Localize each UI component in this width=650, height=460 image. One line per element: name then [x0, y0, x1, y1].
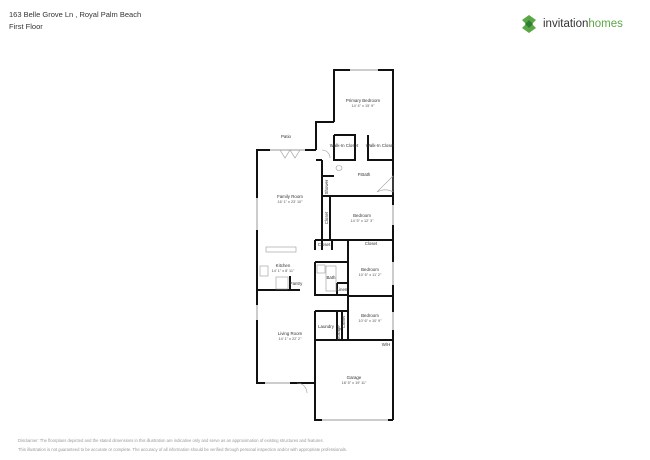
disclaimer-line-1: Disclaimer: The floorplans depicted and … — [18, 438, 324, 443]
invitation-homes-logo: invitationhomes — [519, 14, 623, 34]
room-linen: Linen — [337, 287, 348, 292]
windows — [256, 69, 394, 421]
room-laundry: Laundry — [318, 324, 335, 329]
room-closet-4: Closet — [341, 315, 346, 328]
svg-text:18' 5" x 19' 11": 18' 5" x 19' 11" — [342, 381, 367, 385]
floor-label: First Floor — [9, 22, 43, 31]
room-storage: Storage — [336, 325, 341, 341]
logo-leaf-icon — [522, 15, 536, 33]
room-bedroom: Bedroom — [353, 213, 371, 218]
svg-text:16' 1" x 23' 10": 16' 1" x 23' 10" — [277, 200, 303, 204]
room-family-room: Family Room — [277, 194, 303, 199]
room-bedroom-2: Bedroom — [361, 267, 379, 272]
room-closet-3: Closet — [365, 241, 378, 246]
room-living-room: Living Room — [278, 331, 303, 336]
svg-text:14' 1" x 22' 2": 14' 1" x 22' 2" — [279, 337, 303, 341]
doors-fixtures — [259, 149, 394, 394]
address-title: 163 Belle Grove Ln , Royal Palm Beach — [9, 10, 142, 19]
room-bedroom-3: Bedroom — [361, 313, 379, 318]
room-water-heater: W/H — [382, 342, 391, 347]
room-walk-in-closet: Walk-In Closet — [330, 143, 359, 148]
room-primary-bedroom: Primary Bedroom — [346, 98, 381, 103]
room-shower: Shower — [324, 179, 329, 194]
room-bath: Bath — [326, 275, 336, 280]
svg-text:10' 6" x 10' 9": 10' 6" x 10' 9" — [359, 319, 383, 323]
room-garage: Garage — [347, 375, 362, 380]
disclaimer-line-2: This illustration is not guaranteed to b… — [18, 447, 348, 452]
room-p-bath: P.Bath — [358, 172, 371, 177]
svg-text:14' 1" x 8' 11": 14' 1" x 8' 11" — [272, 269, 295, 273]
room-pantry: Pantry — [290, 281, 303, 286]
room-closet: Closet — [324, 211, 329, 224]
room-closet-2: Closet — [318, 242, 331, 247]
svg-text:14' 4" x 15' 9": 14' 4" x 15' 9" — [352, 104, 376, 108]
room-labels: Primary Bedroom 14' 4" x 15' 9" Patio Wa… — [272, 98, 395, 385]
logo-text: invitationhomes — [543, 18, 623, 30]
svg-text:14' 5" x 12' 3": 14' 5" x 12' 3" — [351, 219, 375, 223]
room-kitchen: Kitchen — [276, 263, 291, 268]
room-walk-in-closet-2: Walk-In Closet — [366, 143, 395, 148]
svg-text:10' 6" x 11' 2": 10' 6" x 11' 2" — [359, 273, 382, 277]
room-patio: Patio — [281, 134, 292, 139]
